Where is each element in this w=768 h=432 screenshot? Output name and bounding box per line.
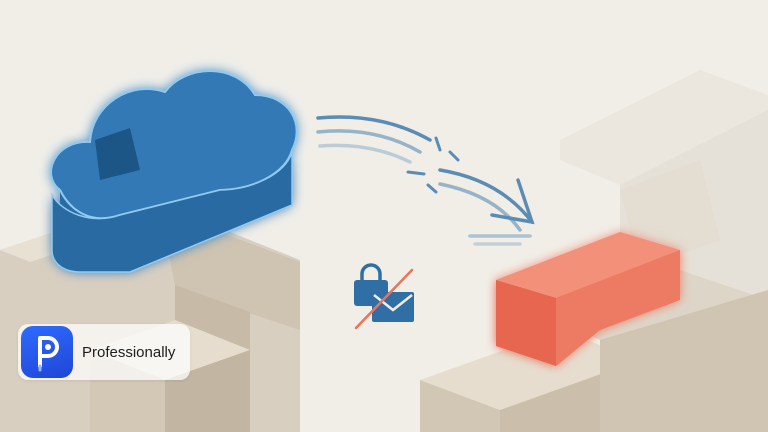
brand-name: Professionally — [82, 343, 176, 361]
transfer-arc-lines — [316, 115, 535, 246]
brand-badge: Professionally — [18, 324, 190, 380]
professionally-p-logo-icon — [21, 326, 73, 378]
cloud-icon — [50, 70, 298, 273]
broken-link-marks — [406, 136, 460, 194]
right-platform — [420, 160, 768, 432]
orange-block-icon — [496, 232, 680, 366]
mail-icon — [372, 292, 414, 322]
strike-slash-icon — [354, 268, 414, 330]
